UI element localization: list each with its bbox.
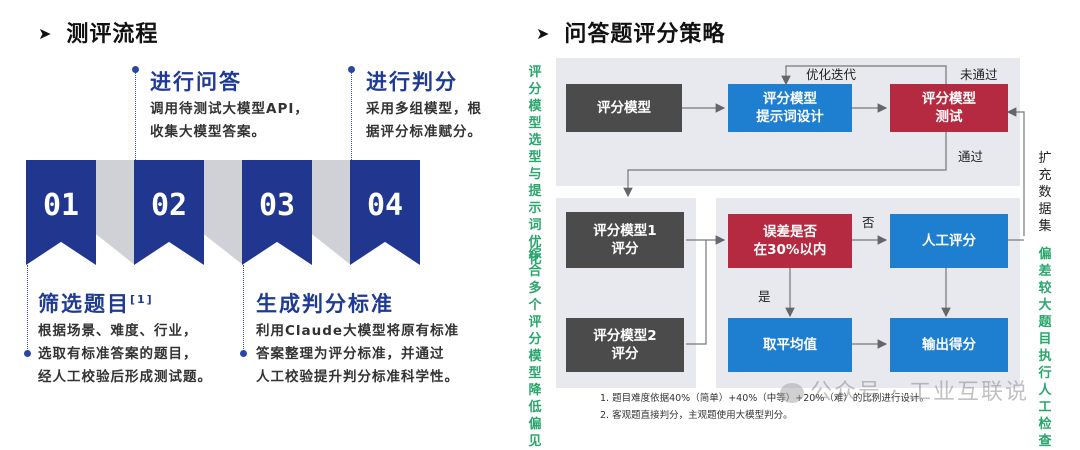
connector-line-01 <box>27 265 28 355</box>
side-label-top-left: 评分模型选型与提示词优化 <box>528 65 542 267</box>
footnote-1: 1. 题目难度依据40%（简单）+40%（中等）+20%（难）的比例进行设计。 <box>600 393 929 404</box>
connector-dot-03 <box>240 350 247 357</box>
label-yes: 是 <box>758 289 771 304</box>
watermark: 公众号 · 工业互联说 <box>780 374 1029 406</box>
connector-line-04 <box>351 70 352 160</box>
step-02-heading: 进行问答 <box>150 70 242 94</box>
connector-line-02 <box>135 70 136 160</box>
step-04-heading: 进行判分 <box>366 70 458 94</box>
triangle-arrow-icon: ➤ <box>536 24 551 43</box>
step-01-body: 根据场景、难度、行业， 选取有标准答案的题目， 经人工校验后形成测试题。 <box>38 323 212 385</box>
footnote-ref: [1] <box>130 293 154 306</box>
step-01-heading: 筛选题目[1] <box>38 292 154 316</box>
average-box: 取平均值 <box>728 318 852 372</box>
connector-dot-02 <box>132 66 139 73</box>
error-check-box: 误差是否在30%以内 <box>728 214 852 268</box>
model-test-box: 评分模型测试 <box>890 84 1008 132</box>
step-01-number: 01 <box>42 188 80 223</box>
step-04-body: 采用多组模型，根 据评分标准赋分。 <box>366 101 482 140</box>
step-02-body: 调用待测试大模型API， 收集大模型答案。 <box>150 101 309 140</box>
footnote-2: 2. 客观题直接判分，主观题使用大模型判分。 <box>600 410 793 421</box>
human-score-box: 人工评分 <box>890 214 1008 268</box>
label-fail: 未通过 <box>960 67 998 82</box>
flow-arrows <box>623 65 1025 349</box>
label-pass: 通过 <box>958 149 984 164</box>
output-score-box: 输出得分 <box>890 318 1008 372</box>
connector-dot-04 <box>348 66 355 73</box>
connector-dot-01 <box>24 350 31 357</box>
side-label-right-bottom: 偏差较大题目执行人工检查 <box>1038 247 1052 449</box>
right-section-title: ➤问答题评分策略 <box>536 22 726 47</box>
left-section-title: ➤测评流程 <box>38 22 159 47</box>
scoring-model-box: 评分模型 <box>566 84 682 132</box>
step-03-heading: 生成判分标准 <box>256 292 394 316</box>
step-03-body: 利用Claude大模型将原有标准 答案整理为评分标准，并通过 人工校验提升判分标… <box>256 323 460 385</box>
side-label-bottom-left: 综合多个评分模型降低偏见 <box>528 247 542 449</box>
label-iterate: 优化迭代 <box>806 67 857 82</box>
label-no: 否 <box>862 215 875 230</box>
prompt-design-box: 评分模型提示词设计 <box>728 84 852 132</box>
connector-line-03 <box>243 265 244 355</box>
step-02-number: 02 <box>150 188 188 223</box>
triangle-arrow-icon: ➤ <box>38 24 53 43</box>
wechat-icon <box>780 383 804 403</box>
side-label-right-top: 扩充数据集 <box>1038 151 1052 234</box>
step-04-number: 04 <box>366 188 404 223</box>
step-03-number: 03 <box>258 188 296 223</box>
